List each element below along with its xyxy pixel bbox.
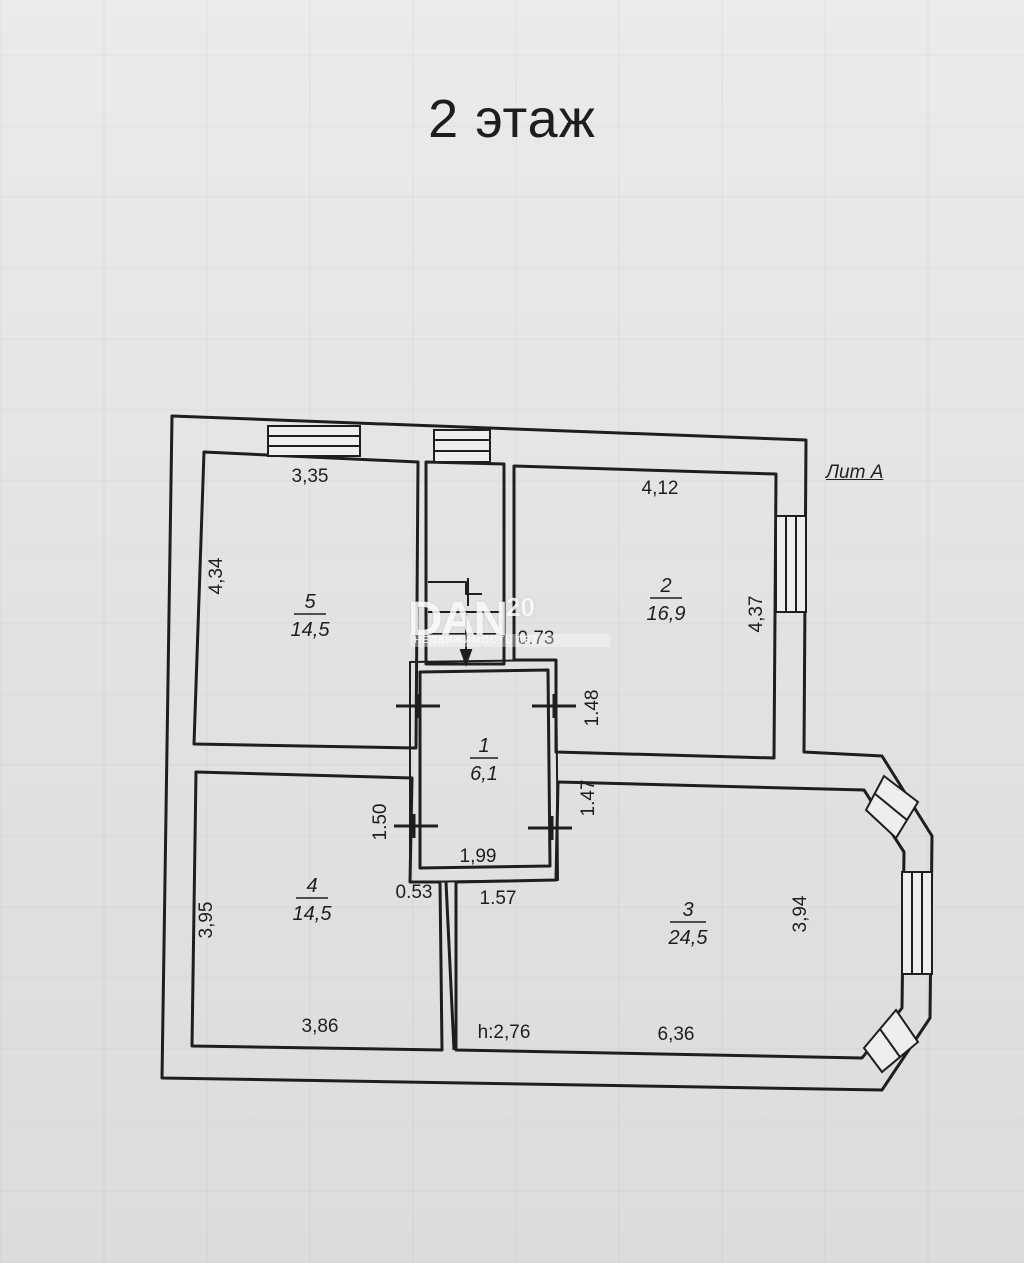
- dim-r1-right-top: 1.48: [582, 690, 603, 727]
- room-text: 24,5: [668, 927, 709, 949]
- room-3-outline: [454, 780, 906, 1060]
- dim-r1-right-bottom: 1.47: [578, 780, 599, 817]
- window-right: [775, 515, 807, 613]
- room-text: 6,1: [470, 763, 498, 785]
- dim-r1-bottom: 1,99: [460, 846, 497, 867]
- room-3-label: 3 24,5: [668, 899, 709, 949]
- dim-r4-left: 3,95: [196, 902, 217, 939]
- room-text: 5: [304, 591, 316, 613]
- stair-outline: [424, 460, 506, 666]
- dim-r5-left: 4,34: [206, 557, 227, 594]
- dim-r3-right: 3,94: [790, 895, 811, 932]
- window-bay-middle: [901, 871, 933, 975]
- building-letter-label: Лит А: [826, 462, 884, 483]
- window-bay-top: [864, 774, 920, 840]
- corridor-wall: [444, 881, 456, 1051]
- room-5-outline: [192, 450, 420, 750]
- room-text: 4: [306, 875, 317, 897]
- room-text: 14,5: [291, 619, 331, 641]
- room-text: 2: [659, 575, 671, 597]
- window-top-left: [267, 425, 361, 457]
- room-5-label: 5 14,5: [291, 591, 331, 641]
- dim-height: h:2,76: [478, 1022, 531, 1043]
- dim-r2-top: 4,12: [642, 478, 679, 499]
- outer-wall: [160, 414, 934, 1092]
- room-text: 3: [682, 899, 693, 921]
- room-4-outline: [190, 770, 444, 1052]
- room-text: 1: [478, 735, 489, 757]
- dim-corridor-width: 0.53: [396, 882, 433, 903]
- room-2-label: 2 16,9: [647, 575, 686, 625]
- dim-r4-bottom: 3,86: [302, 1016, 339, 1037]
- room-4-label: 4 14,5: [293, 875, 333, 925]
- stair-arrow-icon: [459, 614, 473, 667]
- room-1-label: 1 6,1: [470, 735, 498, 785]
- page-title: 2 этаж: [428, 89, 596, 149]
- room-text: 16,9: [647, 603, 686, 625]
- watermark-subtitle: НЕДВИЖИМОСТЬ ЛЕТ: [410, 634, 610, 647]
- dim-stair-width: 0.73: [518, 628, 555, 649]
- room-1-outline: [418, 668, 552, 870]
- dim-r3-top-left: 1.57: [480, 888, 517, 909]
- window-bay-bottom: [862, 1008, 920, 1074]
- window-top-center: [433, 429, 491, 463]
- dim-r5-top: 3,35: [292, 466, 329, 487]
- watermark-logo: DAN20: [408, 592, 535, 646]
- dim-r2-right: 4,37: [746, 596, 767, 633]
- stair-steps: [428, 578, 500, 635]
- room-text: 14,5: [293, 903, 333, 925]
- dim-r1-left: 1.50: [370, 804, 391, 841]
- dim-r3-bottom: 6,36: [658, 1024, 695, 1045]
